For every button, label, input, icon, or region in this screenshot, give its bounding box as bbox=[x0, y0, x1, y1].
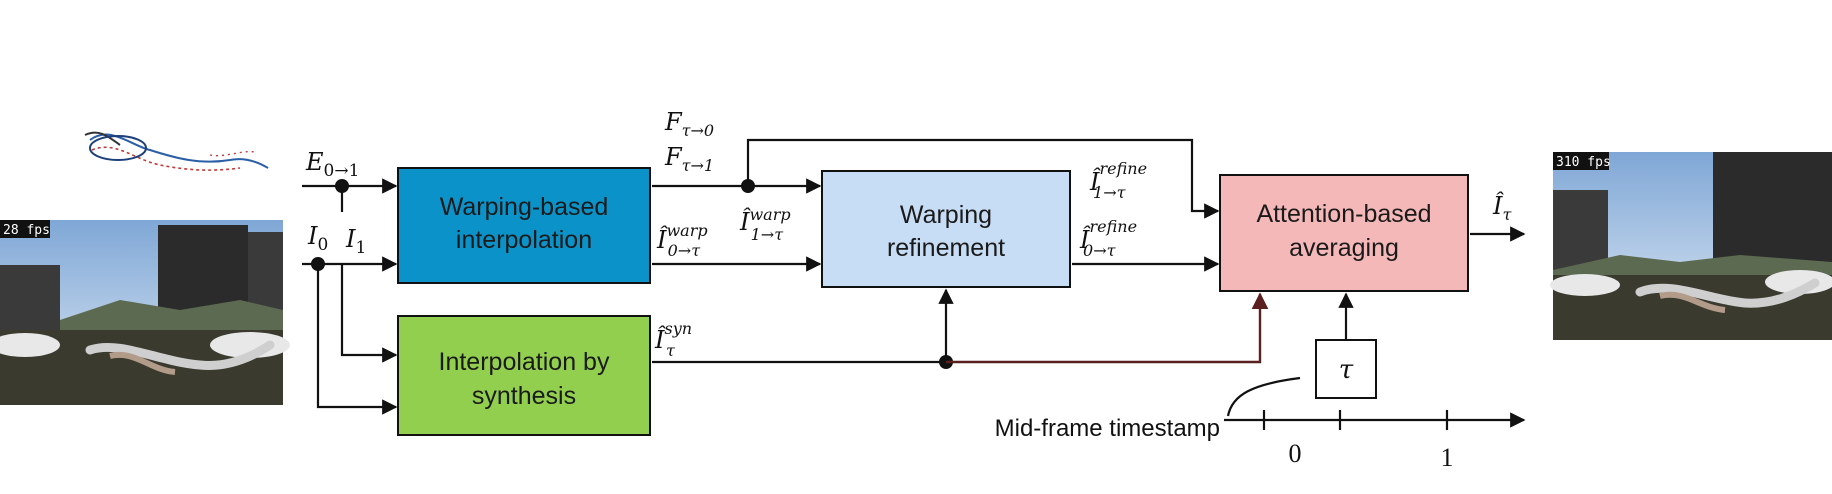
attention-averaging-box: Attention-based averaging bbox=[1219, 174, 1469, 292]
warping-interpolation-box: Warping-based interpolation bbox=[397, 167, 651, 284]
synthesis-to-attention bbox=[946, 292, 1269, 364]
timeline-label: Mid-frame timestamp bbox=[995, 415, 1220, 442]
attention-averaging-label-2: averaging bbox=[1289, 234, 1399, 262]
timeline-tick-1-label: 1 bbox=[1441, 443, 1454, 472]
events-symbol: E0→1 bbox=[305, 148, 359, 181]
warping-interpolation-label-1: Warping-based bbox=[440, 193, 609, 221]
warping-refinement-label-1: Warping bbox=[900, 201, 992, 229]
synthesis-label-2: synthesis bbox=[472, 382, 576, 410]
warping-refinement-box: Warping refinement bbox=[821, 170, 1071, 288]
timeline-pointer bbox=[1226, 376, 1301, 417]
left-fps-label: 28 fps bbox=[3, 223, 50, 238]
frame0-symbol: I0 bbox=[307, 222, 328, 255]
output-fps-label: 310 fps bbox=[1556, 155, 1611, 170]
warping-refinement-label-2: refinement bbox=[887, 234, 1005, 262]
input-frame-image: 28 fps bbox=[0, 220, 290, 405]
synthesis-label-1: Interpolation by bbox=[439, 348, 610, 376]
event-frame-image bbox=[0, 28, 283, 218]
flow-to-attention bbox=[746, 138, 1220, 219]
tau-label: τ bbox=[1339, 355, 1354, 385]
attention-averaging-label-1: Attention-based bbox=[1256, 200, 1431, 228]
timeline-tick-0-label: 0 bbox=[1289, 439, 1302, 468]
warping-interpolation-label-2: interpolation bbox=[456, 226, 592, 254]
tau-box: τ bbox=[1315, 339, 1377, 399]
frame1-to-synthesis bbox=[340, 264, 398, 363]
frame1-symbol: I1 bbox=[345, 225, 366, 258]
flow-tau-0-symbol: Fτ→0 bbox=[664, 108, 714, 140]
output-frame-image: 310 fps bbox=[1550, 152, 1832, 340]
flow-tau-1-symbol: Fτ→1 bbox=[664, 143, 714, 175]
frame0-to-synthesis bbox=[316, 264, 398, 415]
output-symbol: Îτ bbox=[1492, 191, 1512, 224]
synthesis-box: Interpolation by synthesis bbox=[397, 315, 651, 436]
